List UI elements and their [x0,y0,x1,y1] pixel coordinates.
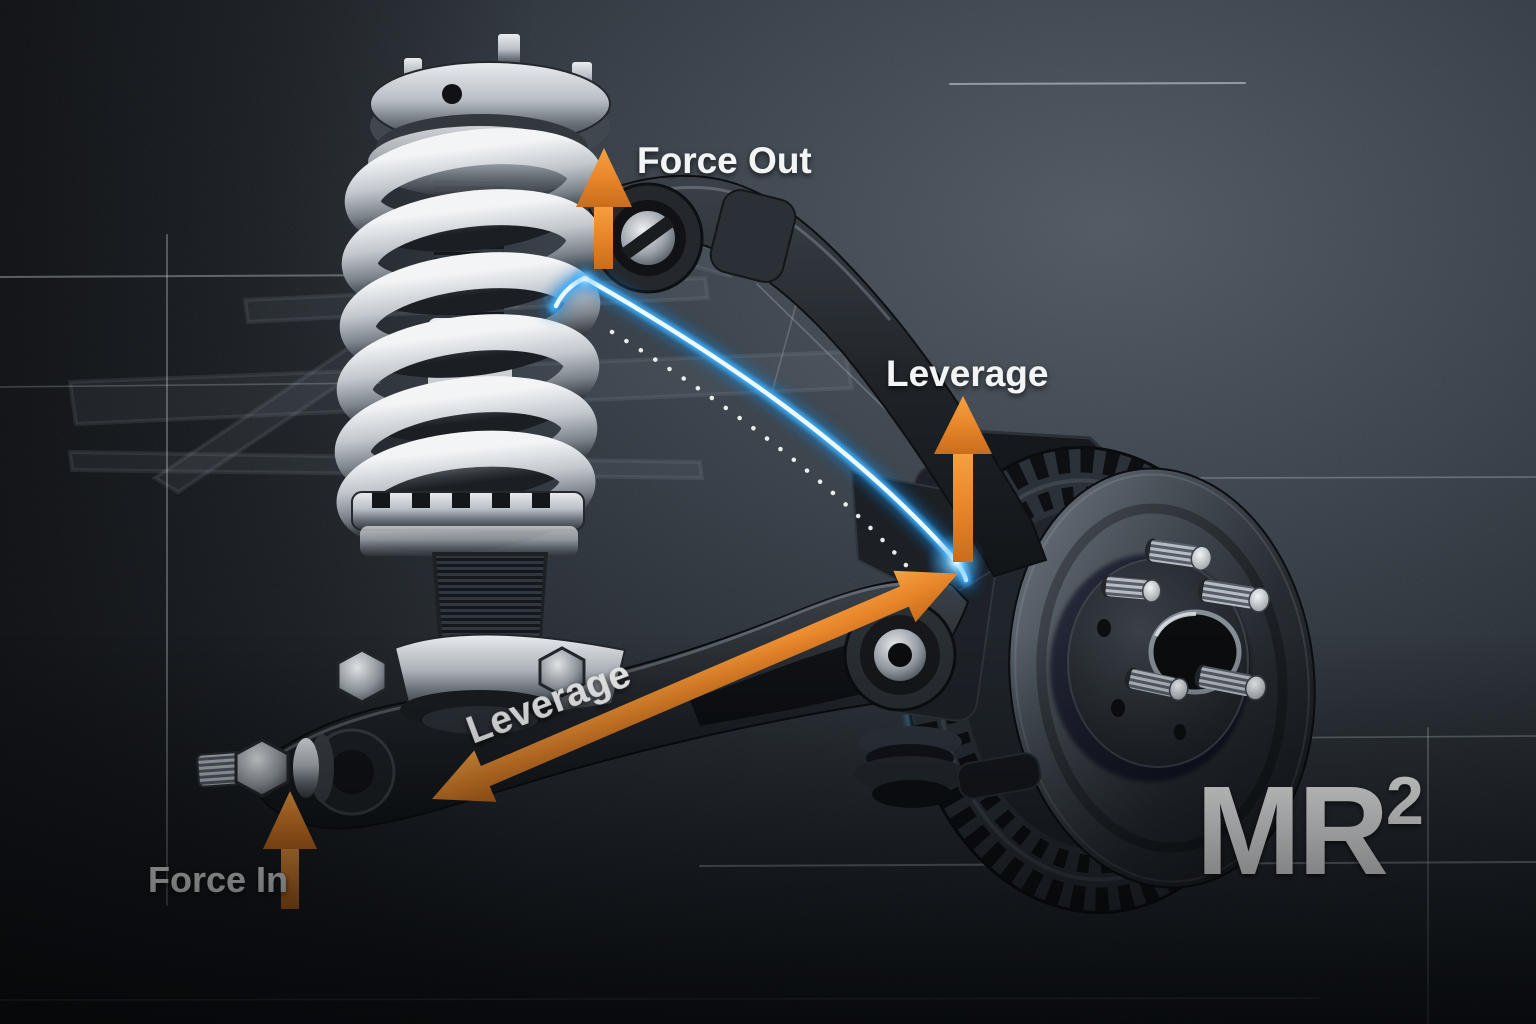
suspension-diagram: Force Out Leverage Leverage Force In MR2 [0,0,1536,1024]
diagram-canvas: Force Out Leverage Leverage Force In MR2 [0,0,1536,1024]
vignette-bottom [0,0,1536,1024]
